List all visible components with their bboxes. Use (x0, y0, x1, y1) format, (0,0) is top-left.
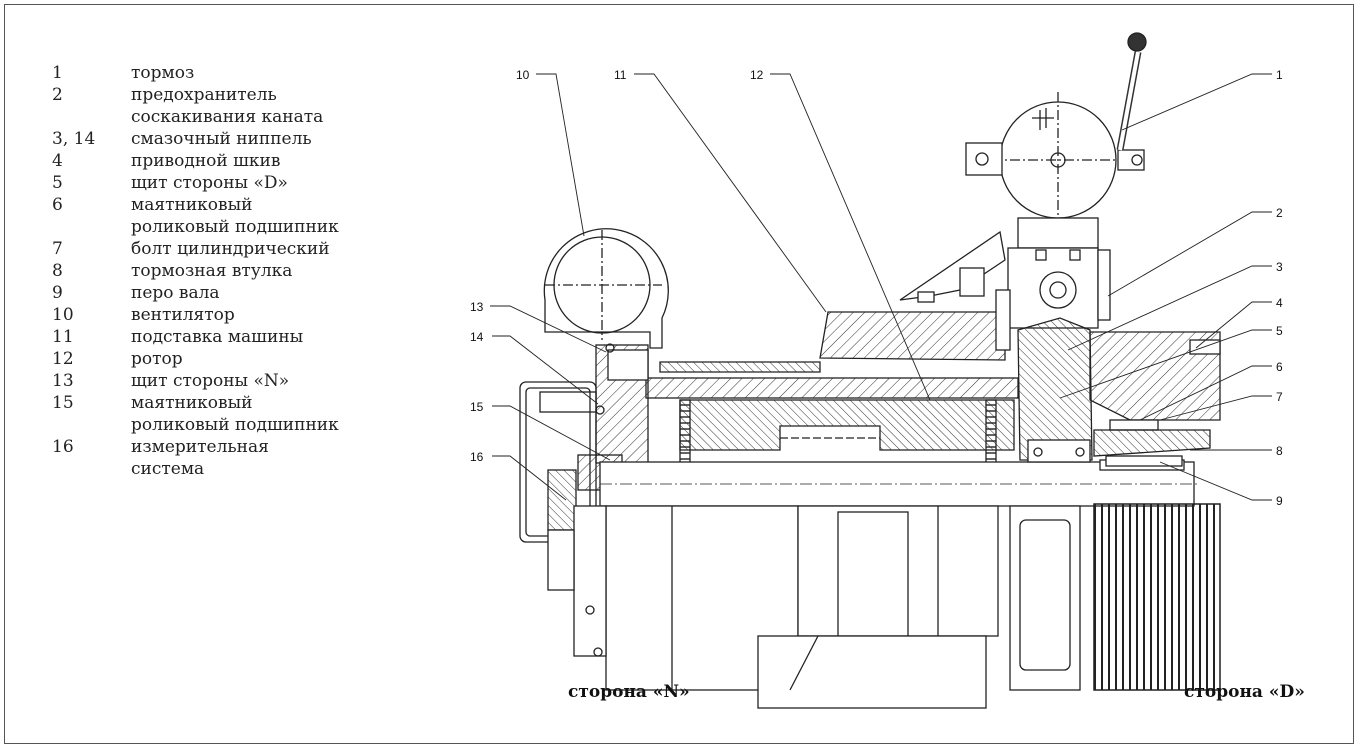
legend-label: щит стороны «N» (131, 371, 290, 391)
legend-label: подставка машины (131, 327, 304, 347)
legend-number: 9 (52, 283, 63, 303)
legend-item: 12 ротор (52, 348, 452, 370)
n-side-label: сторона «N» (568, 682, 690, 702)
legend-item: 1 тормоз (52, 62, 452, 84)
legend-item: 15 маятниковый (52, 392, 452, 414)
legend-label: вентилятор (131, 305, 235, 325)
fan (543, 228, 669, 349)
legend-item: 2 предохранитель (52, 84, 452, 106)
callout-4: 4 (1276, 296, 1283, 310)
rope-guard (1007, 247, 1111, 329)
legend-label: роликовый подшипник (131, 217, 339, 237)
legend-number: 3, 14 (52, 129, 96, 149)
callout-11: 11 (614, 68, 627, 82)
callout-leaders (490, 73, 1272, 501)
legend-number: 8 (52, 261, 63, 281)
legend-number: 2 (52, 85, 63, 105)
legend-label: предохранитель (131, 85, 277, 105)
legend-number: 16 (52, 437, 74, 457)
legend-label: смазочный ниппель (131, 129, 312, 149)
d-side-label: сторона «D» (1184, 682, 1305, 702)
callout-numbers: 1 2 3 4 5 6 7 8 9 10 11 12 13 14 15 16 (470, 68, 1283, 508)
callout-5: 5 (1276, 324, 1283, 338)
legend-label: перо вала (131, 283, 220, 303)
legend-number: 15 (52, 393, 74, 413)
legend-item-continued: система (52, 458, 452, 480)
legend-label: маятниковый (131, 195, 253, 215)
legend-item: 8 тормозная втулка (52, 260, 452, 282)
shaft-key (1105, 455, 1183, 467)
callout-12: 12 (750, 68, 764, 82)
legend-label: болт цилиндрический (131, 239, 330, 259)
callout-10: 10 (516, 68, 530, 82)
legend-label: роликовый подшипник (131, 415, 339, 435)
legend-number: 11 (52, 327, 74, 347)
legend-number: 1 (52, 63, 63, 83)
machine-base (659, 230, 1011, 373)
legend-label: тормоз (131, 63, 195, 83)
legend-item: 9 перо вала (52, 282, 452, 304)
legend-item-continued: соскакивания каната (52, 106, 452, 128)
legend-item: 3, 14 смазочный ниппель (52, 128, 452, 150)
cylindrical-bolt (1109, 419, 1159, 431)
legend-item: 10 вентилятор (52, 304, 452, 326)
callout-9: 9 (1276, 494, 1283, 508)
legend-number: 5 (52, 173, 63, 193)
brake-sleeve (1093, 429, 1211, 457)
brake (965, 32, 1147, 249)
legend-item: 7 болт цилиндрический (52, 238, 452, 260)
legend-item-continued: роликовый подшипник (52, 414, 452, 436)
callout-6: 6 (1276, 360, 1283, 374)
legend-item: 13 щит стороны «N» (52, 370, 452, 392)
rotor (645, 377, 1019, 471)
callout-14: 14 (470, 330, 484, 344)
legend-number: 10 (52, 305, 74, 325)
callout-1: 1 (1276, 68, 1283, 82)
legend-number: 13 (52, 371, 74, 391)
callout-3: 3 (1276, 260, 1283, 274)
legend-label: система (131, 459, 205, 479)
callout-8: 8 (1276, 444, 1283, 458)
callout-16: 16 (470, 450, 484, 464)
legend-label: тормозная втулка (131, 261, 293, 281)
legend-item: 5 щит стороны «D» (52, 172, 452, 194)
callout-7: 7 (1276, 390, 1283, 404)
legend-item: 6 маятниковый (52, 194, 452, 216)
legend-label: щит стороны «D» (131, 173, 288, 193)
traction-sheave (1089, 331, 1221, 691)
callout-13: 13 (470, 300, 484, 314)
legend-label: ротор (131, 349, 183, 369)
legend-number: 7 (52, 239, 63, 259)
legend-number: 12 (52, 349, 74, 369)
legend-number: 6 (52, 195, 63, 215)
legend-label: соскакивания каната (131, 107, 324, 127)
legend-item: 11 подставка машины (52, 326, 452, 348)
legend-label: приводной шкив (131, 151, 281, 171)
callout-15: 15 (470, 400, 484, 414)
legend-label: измерительная (131, 437, 269, 457)
legend-item-continued: роликовый подшипник (52, 216, 452, 238)
parts-legend: 1 тормоз 2 предохранитель соскакивания кан… (52, 62, 452, 480)
legend-item: 16 измерительная (52, 436, 452, 458)
callout-2: 2 (1276, 206, 1283, 220)
legend-item: 4 приводной шкив (52, 150, 452, 172)
d-side-shield (1017, 317, 1093, 463)
lower-housing (547, 505, 1081, 709)
legend-label: маятниковый (131, 393, 253, 413)
legend-number: 4 (52, 151, 63, 171)
